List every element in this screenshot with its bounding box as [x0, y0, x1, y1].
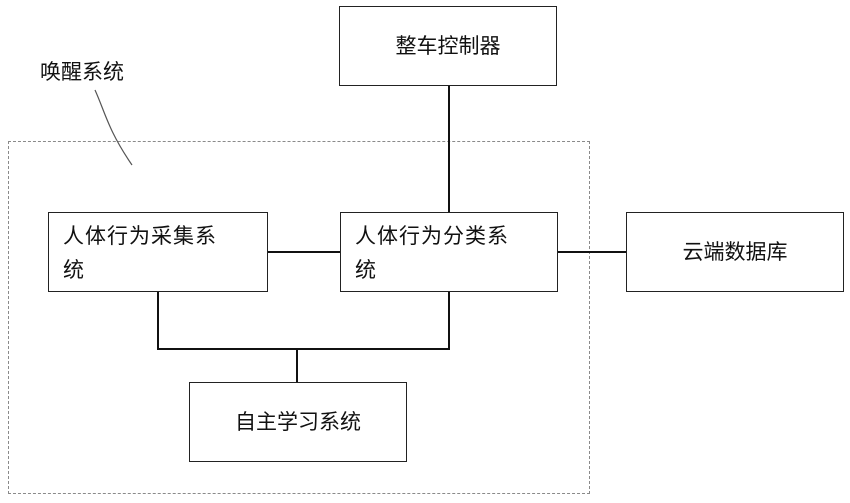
behavior-classification-label-line2: 统	[355, 253, 551, 287]
cloud-database-label: 云端数据库	[683, 235, 788, 269]
cloud-database-node: 云端数据库	[626, 212, 844, 292]
vehicle-controller-node: 整车控制器	[339, 6, 557, 86]
behavior-collection-node: 人体行为采集系 统	[48, 212, 268, 292]
behavior-collection-label-line2: 统	[63, 253, 261, 287]
behavior-classification-label-line1: 人体行为分类系	[355, 219, 551, 253]
self-learning-label: 自主学习系统	[235, 405, 361, 439]
self-learning-node: 自主学习系统	[189, 382, 407, 462]
vehicle-controller-label: 整车控制器	[396, 29, 501, 63]
wake-system-label: 唤醒系统	[40, 58, 124, 86]
behavior-collection-label-line1: 人体行为采集系	[63, 219, 261, 253]
leader-line-wake-system	[95, 90, 132, 165]
connector-collection-down	[158, 292, 449, 349]
behavior-classification-node: 人体行为分类系 统	[340, 212, 558, 292]
